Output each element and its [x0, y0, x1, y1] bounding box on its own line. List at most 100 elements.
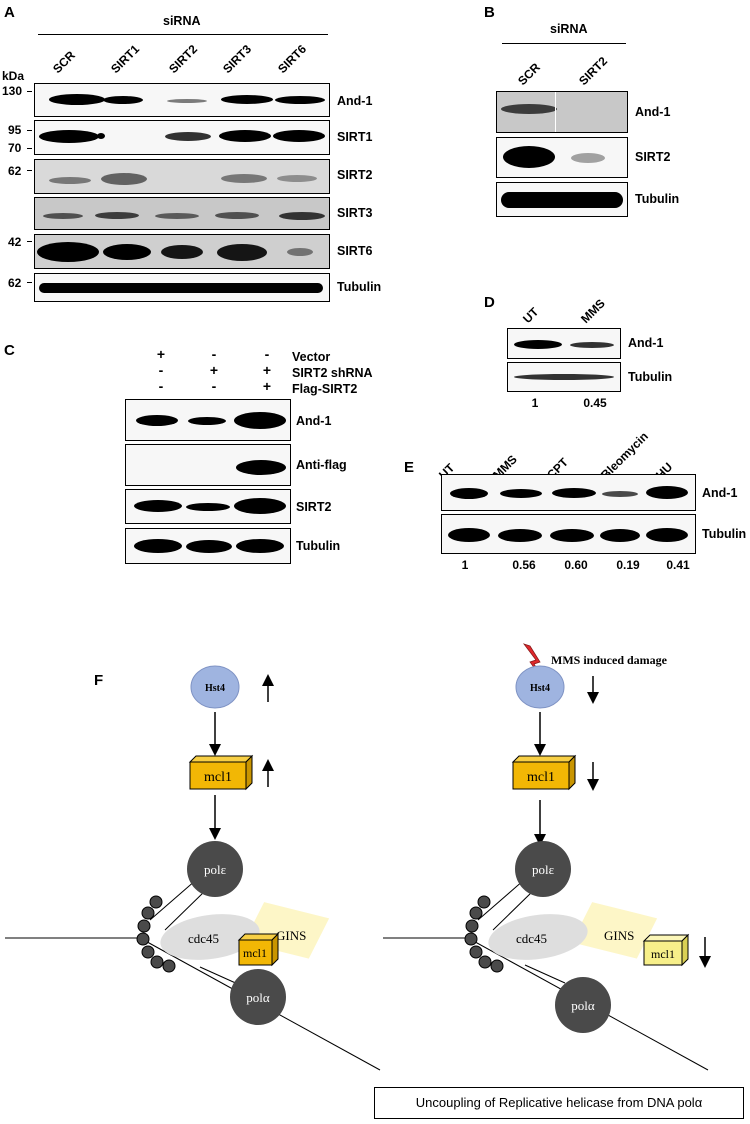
- mcl1-dissociated-box: [643, 940, 683, 966]
- mw-marker: 62: [8, 164, 22, 178]
- quant-value: 0.45: [583, 396, 607, 410]
- mcl1-label: mcl1: [527, 770, 555, 785]
- lane-label: UT: [520, 304, 542, 326]
- lane-label: SIRT2: [166, 42, 201, 76]
- panel-e-label: E: [404, 459, 415, 476]
- blot-a-sirt6: [34, 234, 330, 269]
- sign: +: [156, 346, 166, 362]
- sign: +: [262, 362, 272, 378]
- caption-text: Uncoupling of Replicative helicase from …: [415, 1095, 703, 1110]
- pol-alpha-label: polα: [571, 998, 595, 1013]
- blot-e-tubulin: [441, 514, 696, 554]
- sign: -: [211, 378, 217, 394]
- mcl1-box: [189, 761, 247, 790]
- lane-label: SCR: [515, 60, 543, 88]
- damage-label: MMS induced damage: [551, 653, 668, 667]
- mw-marker: 95: [8, 123, 22, 137]
- mw-marker: 42: [8, 235, 22, 249]
- helicase-beads: [136, 895, 176, 973]
- mcl1-box: [512, 761, 570, 790]
- panel-a-label: A: [4, 4, 15, 21]
- cdc45-shape: [160, 914, 260, 960]
- blot-b-tubulin: [496, 182, 628, 217]
- blot-c-and1: [125, 399, 291, 441]
- hst4-label: Hst4: [530, 683, 550, 694]
- pol-epsilon: [187, 841, 243, 897]
- blot-d-and1: [507, 328, 621, 359]
- sign: +: [262, 378, 272, 394]
- sign: -: [158, 362, 164, 378]
- mw-marker: 130: [2, 84, 23, 98]
- blot-e-and1: [441, 474, 696, 511]
- row-label: Anti-flag: [296, 458, 347, 472]
- pol-alpha-label: polα: [246, 990, 270, 1005]
- pol-epsilon-label: polε: [204, 862, 227, 877]
- kda-label: kDa: [2, 69, 25, 83]
- mcl1-label: mcl1: [204, 770, 232, 785]
- panel-f-diagram: Hst4 mcl1 GINS cdc45 polε polα mcl1 MMS …: [5, 643, 711, 1071]
- hst4-label: Hst4: [205, 683, 225, 694]
- sign: -: [158, 378, 164, 394]
- row-label: Tubulin: [635, 192, 680, 206]
- condition-label: Vector: [292, 350, 331, 364]
- mcl1-label: mcl1: [243, 946, 267, 960]
- row-label: SIRT2: [337, 168, 373, 182]
- panel-f-label: F: [94, 672, 104, 689]
- lane-label: SIRT2: [576, 54, 611, 88]
- lane-label: SCR: [50, 48, 78, 76]
- row-label: And-1: [628, 336, 664, 350]
- lane-label: SIRT3: [220, 42, 255, 76]
- blot-a-sirt2: [34, 159, 330, 194]
- quant-value: 0.41: [666, 558, 690, 572]
- row-label: And-1: [337, 94, 373, 108]
- mcl1-small-box: [238, 939, 273, 966]
- gins-shape: [571, 902, 658, 959]
- cdc45-label: cdc45: [516, 931, 547, 946]
- row-label: And-1: [702, 486, 738, 500]
- condition-label: Flag-SIRT2: [292, 382, 358, 396]
- quant-value: 1: [531, 396, 539, 410]
- pol-alpha: [555, 977, 611, 1033]
- row-label: And-1: [635, 105, 671, 119]
- gins-label: GINS: [604, 928, 634, 943]
- condition-label: SIRT2 shRNA: [292, 366, 373, 380]
- quant-value: 1: [461, 558, 469, 572]
- pol-alpha: [230, 969, 286, 1025]
- panel-d-label: D: [484, 294, 495, 311]
- quant-value: 0.60: [564, 558, 588, 572]
- sign: -: [211, 346, 217, 362]
- row-label: SIRT1: [337, 130, 373, 144]
- quant-value: 0.19: [616, 558, 640, 572]
- lane-label: MMS: [578, 296, 608, 326]
- row-label: SIRT2: [635, 150, 671, 164]
- blot-d-tubulin: [507, 362, 621, 392]
- blot-c-tubulin: [125, 528, 291, 564]
- row-label: SIRT6: [337, 244, 373, 258]
- lane-label: SIRT6: [275, 42, 310, 76]
- panel-c-label: C: [4, 342, 15, 359]
- hst4-node: [190, 665, 240, 709]
- lane-label: SIRT1: [108, 42, 143, 76]
- pol-epsilon-label: polε: [532, 862, 555, 877]
- mw-marker: 70: [8, 141, 22, 155]
- quant-value: 0.56: [512, 558, 536, 572]
- row-label: Tubulin: [702, 527, 747, 541]
- sign: +: [209, 362, 219, 378]
- row-label: Tubulin: [296, 539, 341, 553]
- panel-a-header: siRNA: [163, 14, 201, 28]
- row-label: Tubulin: [628, 370, 673, 384]
- row-label: And-1: [296, 414, 332, 428]
- caption-box: Uncoupling of Replicative helicase from …: [374, 1087, 744, 1119]
- blot-a-sirt1: [34, 120, 330, 155]
- row-label: SIRT2: [296, 500, 332, 514]
- cdc45-label: cdc45: [188, 931, 219, 946]
- blot-c-antiflag: [125, 444, 291, 486]
- sign: -: [264, 346, 270, 362]
- blot-a-and1: [34, 83, 330, 117]
- row-label: Tubulin: [337, 280, 382, 294]
- panel-b-label: B: [484, 4, 495, 21]
- blot-b-and1: [496, 91, 628, 133]
- pol-epsilon: [515, 841, 571, 897]
- row-label: SIRT3: [337, 206, 373, 220]
- helicase-beads: [464, 895, 504, 973]
